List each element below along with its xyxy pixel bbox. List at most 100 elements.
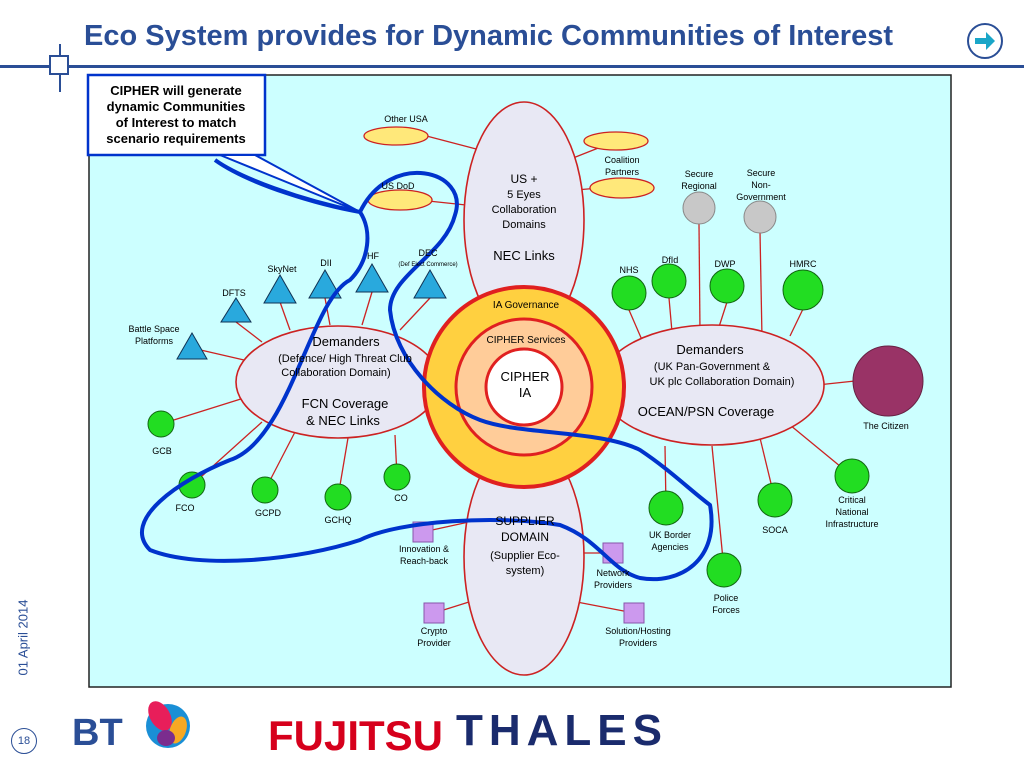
other-usa-node [363,126,429,146]
gcb-node [147,410,175,438]
callout-line-3: of Interest to match [116,115,237,130]
police-label-1: Police [714,593,739,603]
police-node [706,552,742,588]
ukba-label-2: Agencies [651,542,689,552]
callout-pointer [219,154,361,213]
page-number: 18 [11,728,37,754]
skynet-label: SkyNet [267,264,297,274]
callout-line-2: dynamic Communities [107,99,246,114]
us-dod-label: US DoD [381,181,415,191]
secure-nongov-label-2: Non- [751,180,771,190]
nhs-label: NHS [619,265,638,275]
nhs-node [611,275,647,311]
right-coverage: OCEAN/PSN Coverage [638,404,775,419]
right-arrow-circle-icon [967,23,1003,59]
left-demanders-sub-2: Collaboration Domain) [281,367,390,379]
secure-nongov-label-1: Secure [747,168,776,178]
secure-regional-label-2: Regional [681,181,717,191]
ukba-node [648,490,684,526]
co-node [383,463,411,491]
network-label-1: Network [596,568,630,578]
cipher-services-label: CIPHER Services [487,335,566,346]
dfts-label: DFTS [222,288,246,298]
secure-nongov-label-3: Government [736,192,786,202]
gcb-label: GCB [152,446,172,456]
next-slide-button[interactable] [966,22,1004,60]
crypto-label-2: Provider [417,638,451,648]
us-dod-node [367,189,433,211]
us-domain-line-3: Collaboration [492,204,557,216]
other-usa-label: Other USA [384,114,428,124]
solution-node [623,602,645,624]
callout-inner [90,77,263,153]
dec-label: DEC [418,248,438,258]
hf-label: HF [367,251,379,261]
co-label: CO [394,493,408,503]
right-demanders-title: Demanders [676,342,744,357]
cipher-ia-core [484,347,564,427]
hmrc-label: HMRC [790,259,817,269]
cni-label-1: Critical [838,495,866,505]
gcpd-node [251,476,279,504]
dec-triangle-icon [413,268,447,299]
innovation-label-2: Reach-back [400,556,449,566]
dfid-label: DfId [662,255,679,265]
supplier-line-2: DOMAIN [501,530,549,544]
community-of-interest-path [140,158,714,582]
crypto-node [423,602,445,624]
bullet-square [49,55,69,75]
bt-logo: BT [72,701,190,754]
cni-label-2: National [835,507,868,517]
dwp-node [709,268,745,304]
nec-links-label: NEC Links [493,248,555,263]
callout-line-1: CIPHER will generate [110,83,241,98]
battle-label-2: Platforms [135,336,174,346]
svg-text:BT: BT [72,712,123,754]
skynet-triangle-icon [263,273,297,304]
dfts-triangle-icon [220,297,252,323]
battle-label-1: Battle Space [128,324,179,334]
gcpd-label: GCPD [255,508,282,518]
soca-node [757,482,793,518]
gchq-node [324,483,352,511]
hmrc-node [782,269,824,311]
battle-space-triangle-icon [176,331,208,360]
cipher-core-line-2: IA [519,385,532,400]
us-domain-line-2: 5 Eyes [507,189,541,201]
dfid-node [651,263,687,299]
left-coverage-2: & NEC Links [306,413,380,428]
dii-triangle-icon [308,268,342,299]
dii-label: DII [320,258,332,268]
citizen-label: The Citizen [863,421,909,431]
gchq-label: GCHQ [325,515,352,525]
fujitsu-logo: FUJITSU [268,712,443,759]
supplier-line-1: SUPPLIER [495,514,555,528]
coalition-node-1 [583,131,649,151]
network-label-2: Providers [594,580,633,590]
solution-label-1: Solution/Hosting [605,626,671,636]
us-domain-line-1: US + [510,172,537,186]
coalition-label-1: Coalition [604,155,639,165]
supplier-line-3: (Supplier Eco- [490,550,560,562]
slide-title: Eco System provides for Dynamic Communit… [84,20,893,52]
us-domain-line-4: Domains [502,219,546,231]
title-underline [0,65,1024,68]
solution-label-2: Providers [619,638,658,648]
coalition-node-2 [589,177,655,199]
coalition-label-2: Partners [605,167,640,177]
police-label-2: Forces [712,605,740,615]
dwp-label: DWP [715,259,736,269]
left-coverage-1: FCN Coverage [302,396,389,411]
fco-label: FCO [176,503,195,513]
right-demanders-sub-1: (UK Pan-Government & [654,361,771,373]
hf-triangle-icon [355,262,389,293]
cni-label-3: Infrastructure [825,519,878,529]
crypto-label-1: Crypto [421,626,448,636]
right-demanders-sub-2: UK plc Collaboration Domain) [650,376,795,388]
callout-line-4: scenario requirements [106,131,245,146]
secure-regional-node [682,191,716,225]
innovation-label-1: Innovation & [399,544,449,554]
left-demanders-sub-1: (Defence/ High Threat Club [278,353,412,365]
secure-nongov-node [743,200,777,234]
